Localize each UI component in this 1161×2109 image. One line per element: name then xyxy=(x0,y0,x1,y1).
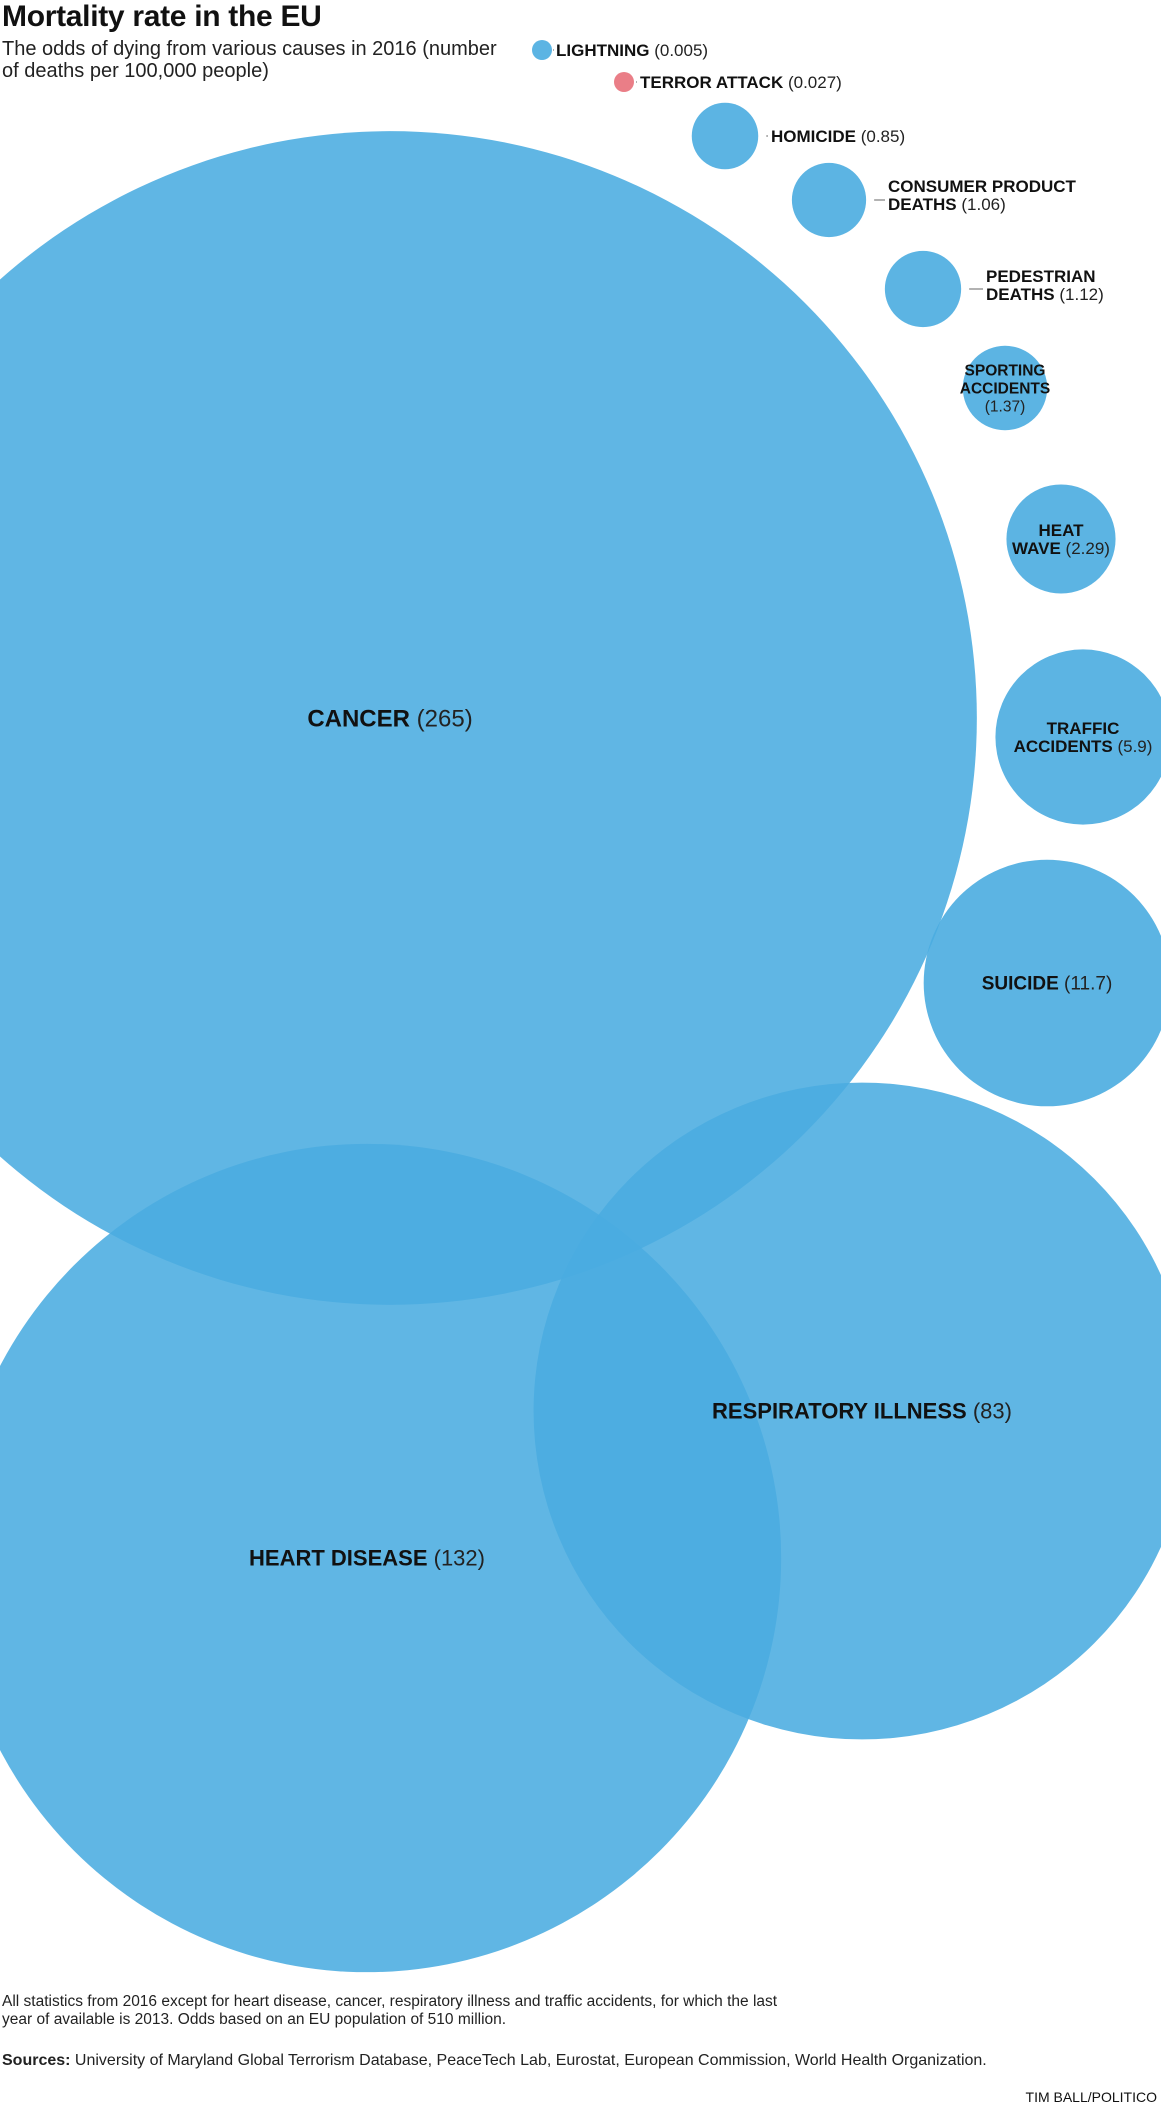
bubble-respiratory-illness xyxy=(533,1082,1161,1740)
label-respiratory-illness: RESPIRATORY ILLNESS (83) xyxy=(712,1399,1012,1424)
label-sporting-accidents-line-1: SPORTING xyxy=(965,362,1046,379)
sources-line: Sources: University of Maryland Global T… xyxy=(2,2052,987,2070)
label-pedestrian-deaths-line-2: DEATHS (1.12) xyxy=(986,285,1104,304)
label-pedestrian-deaths-line-1: PEDESTRIAN xyxy=(986,267,1096,286)
label-lightning: LIGHTNING (0.005) xyxy=(556,41,708,60)
label-consumer-product-deaths-line-2: DEATHS (1.06) xyxy=(888,195,1006,214)
bubble-pedestrian-deaths xyxy=(884,250,962,328)
bubble-sporting-accidents xyxy=(962,345,1048,431)
label-cancer: CANCER (265) xyxy=(307,705,472,732)
label-traffic-accidents-line-1: TRAFFIC xyxy=(1047,719,1120,738)
bubble-cancer xyxy=(0,131,977,1305)
bubble-labels: LIGHTNING (0.005) TERROR ATTACK (0.027) HO… xyxy=(249,41,1152,1571)
label-sporting-accidents-line-3: (1.37) xyxy=(985,398,1026,415)
bubble-homicide xyxy=(691,102,759,170)
bubble-suicide xyxy=(923,859,1161,1107)
label-suicide: SUICIDE (11.7) xyxy=(982,974,1113,995)
bubble-traffic-accidents xyxy=(995,649,1161,825)
chart-title: Mortality rate in the EU xyxy=(2,0,322,33)
bubble-heat-wave xyxy=(1006,484,1116,594)
bubble-consumer-product-deaths xyxy=(791,162,867,238)
label-terror-attack: TERROR ATTACK (0.027) xyxy=(640,73,842,92)
bubbles xyxy=(0,40,1161,1973)
chart-subtitle: The odds of dying from various causes in… xyxy=(2,38,497,82)
label-homicide: HOMICIDE (0.85) xyxy=(771,127,905,146)
credit: TIM BALL/POLITICO xyxy=(1025,2089,1157,2105)
label-traffic-accidents-line-2: ACCIDENTS (5.9) xyxy=(1014,737,1153,756)
label-consumer-product-deaths-line-1: CONSUMER PRODUCT xyxy=(888,177,1077,196)
bubble-lightning xyxy=(532,40,552,60)
sources-label: Sources: xyxy=(2,2052,71,2069)
bubble-terror-attack xyxy=(614,72,634,92)
footnote: All statistics from 2016 except for hear… xyxy=(2,1993,778,2028)
sources-text: University of Maryland Global Terrorism … xyxy=(74,2052,987,2069)
label-heat-wave-line-1: HEAT xyxy=(1038,521,1084,540)
label-heart-disease: HEART DISEASE (132) xyxy=(249,1546,485,1571)
label-sporting-accidents-line-2: ACCIDENTS xyxy=(960,380,1050,397)
label-heat-wave-line-2: WAVE (2.29) xyxy=(1012,539,1110,558)
